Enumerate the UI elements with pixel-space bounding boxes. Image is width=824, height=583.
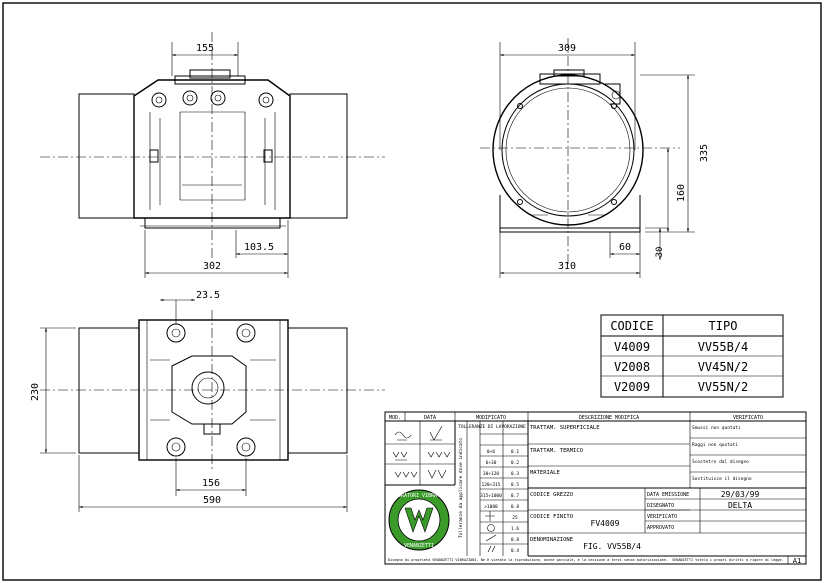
tb-codice-grezzo: CODICE GREZZO	[530, 492, 573, 498]
tb-col-descrizione: DESCRIZIONE MODIFICA	[579, 415, 639, 421]
tb-disegnato: DELTA	[728, 501, 752, 510]
dim-side-310: 310	[558, 261, 576, 272]
side-housing-outer	[492, 74, 644, 226]
tol-range: 120÷315	[482, 482, 501, 488]
front-view: 155 103.5 302	[40, 32, 385, 278]
tb-disegnato-label: DISEGNATO	[647, 503, 674, 509]
dim-side-309: 309	[558, 43, 576, 54]
tb-data-emissione-label: DATA EMISSIONE	[647, 492, 689, 498]
finish-symbol-icon	[427, 451, 451, 458]
tol-range: 315÷1000	[480, 493, 502, 499]
codes-row-code: V2009	[614, 380, 650, 394]
front-right-endcap	[289, 93, 348, 219]
tol-range: 30÷120	[483, 471, 500, 477]
gdt-flatness-icon	[485, 534, 497, 542]
tolerance-title: TOLLERANZE DI LAVORAZIONE	[458, 424, 526, 430]
tb-codice-finito: FV4009	[591, 519, 620, 528]
finish-symbol-icon	[427, 469, 447, 479]
tol-value: 0.7	[511, 493, 519, 499]
side-view: 309 335 160 60 30 310	[480, 38, 710, 278]
tb-col-mod: MOD.	[389, 415, 401, 421]
plan-bolt-hole-tr	[236, 323, 256, 343]
tb-footer-right: VENANZETTI tutela i propri diritti a rig…	[672, 558, 784, 562]
finish-symbol-icon	[392, 451, 408, 461]
tb-note: Raggi non quotati	[692, 442, 738, 448]
tol-range: >1000	[484, 504, 498, 510]
codes-header-type: TIPO	[709, 319, 738, 333]
tb-note: Smussi non quotati	[692, 425, 741, 431]
tb-trattam-termico: TRATTAM. TERMICO	[530, 448, 583, 454]
tb-denominazione-label: DENOMINAZIONE	[530, 537, 573, 543]
codes-row-code: V4009	[614, 340, 650, 354]
dim-plan-590: 590	[203, 495, 221, 506]
tol-range: 6÷30	[486, 460, 497, 466]
plan-terminal-box	[171, 355, 247, 425]
finish-symbol-icon	[394, 471, 418, 478]
finish-value: 1.6	[511, 526, 519, 532]
gdt-circularity-icon	[487, 524, 495, 532]
roughness-symbol-icon	[429, 425, 443, 441]
tol-value: 0.5	[511, 482, 519, 488]
tb-approvato-label: APPROVATO	[647, 525, 674, 531]
finish-value: 25	[512, 515, 518, 521]
codes-row-type: VV55N/2	[698, 380, 749, 394]
tb-col-verificato: VERIFICATO	[733, 415, 763, 421]
logo-sub-text: VENANZETTI	[404, 543, 434, 549]
dim-plan-156: 156	[202, 478, 220, 489]
tolerance-note: Tolleranze da applicare dove indicato	[458, 438, 464, 539]
tol-value: 0.2	[511, 460, 519, 466]
plan-bolt-hole-bl	[166, 437, 186, 457]
gdt-parallel-icon	[487, 545, 496, 553]
logo-vv-icon	[404, 507, 434, 533]
codes-row-type: VV55B/4	[698, 340, 749, 354]
dim-plan-230: 230	[30, 383, 41, 401]
logo-ring-text: VIBRATORI VIBRATOR	[392, 493, 447, 499]
dim-side-30: 30	[655, 247, 665, 258]
dim-front-155: 155	[196, 43, 214, 54]
tb-footer-left: Disegno di proprietà VENANZETTI VIBRAZIO…	[388, 558, 668, 562]
gdt-position-icon	[485, 511, 495, 521]
tb-verificato-label: VERIFICATO	[647, 514, 677, 520]
front-housing	[133, 79, 291, 219]
plan-left-endcap	[78, 327, 140, 454]
dim-front-302: 302	[203, 261, 221, 272]
tol-value: 0.8	[511, 504, 519, 510]
finish-value: 0.8	[511, 537, 519, 543]
codes-table: CODICE TIPO V4009 VV55B/4 V2008 VV45N/2 …	[600, 314, 784, 398]
tol-range: 0÷6	[487, 449, 495, 455]
dim-side-160: 160	[676, 184, 687, 202]
tol-value: 0.1	[511, 449, 519, 455]
dim-front-103-5: 103.5	[244, 242, 274, 253]
codes-header-code: CODICE	[610, 319, 653, 333]
tb-note: Scostetro dal disegno	[692, 459, 749, 465]
tb-col-modificato: MODIFICATO	[476, 415, 506, 421]
dim-plan-23-5: 23.5	[196, 290, 220, 301]
codes-row-code: V2008	[614, 360, 650, 374]
plan-bolt-hole-br	[236, 437, 256, 457]
tb-denominazione: FIG. VV55B/4	[583, 542, 641, 551]
tb-data-emissione: 29/03/99	[721, 490, 760, 499]
tb-materiale: MATERIALE	[530, 470, 560, 476]
tol-value: 0.3	[511, 471, 519, 477]
finish-value: 0.4	[511, 548, 519, 554]
tb-codice-finito-label: CODICE FINITO	[530, 514, 573, 520]
plan-view: 23.5 230 156 590	[30, 290, 385, 512]
tb-col-data: DATA	[424, 415, 436, 421]
plan-bolt-hole-tl	[166, 323, 186, 343]
roughness-symbol-icon	[394, 431, 412, 441]
title-block: MOD. DATA MODIFICATO DESCRIZIONE MODIFIC…	[384, 411, 807, 565]
front-left-endcap	[78, 93, 135, 219]
plan-right-endcap	[287, 327, 348, 454]
tb-trattam-superficiale: TRATTAM. SUPERFICIALE	[530, 425, 600, 431]
venanzetti-logo: VIBRATORI VIBRATOR VENANZETTI	[388, 489, 450, 551]
dim-side-60: 60	[619, 242, 631, 253]
tb-note: Sostituisce il disegno	[692, 476, 752, 482]
plan-housing	[138, 319, 289, 461]
dim-side-335: 335	[699, 144, 710, 162]
tb-sheet-size: A1	[793, 557, 801, 565]
codes-row-type: VV45N/2	[698, 360, 749, 374]
